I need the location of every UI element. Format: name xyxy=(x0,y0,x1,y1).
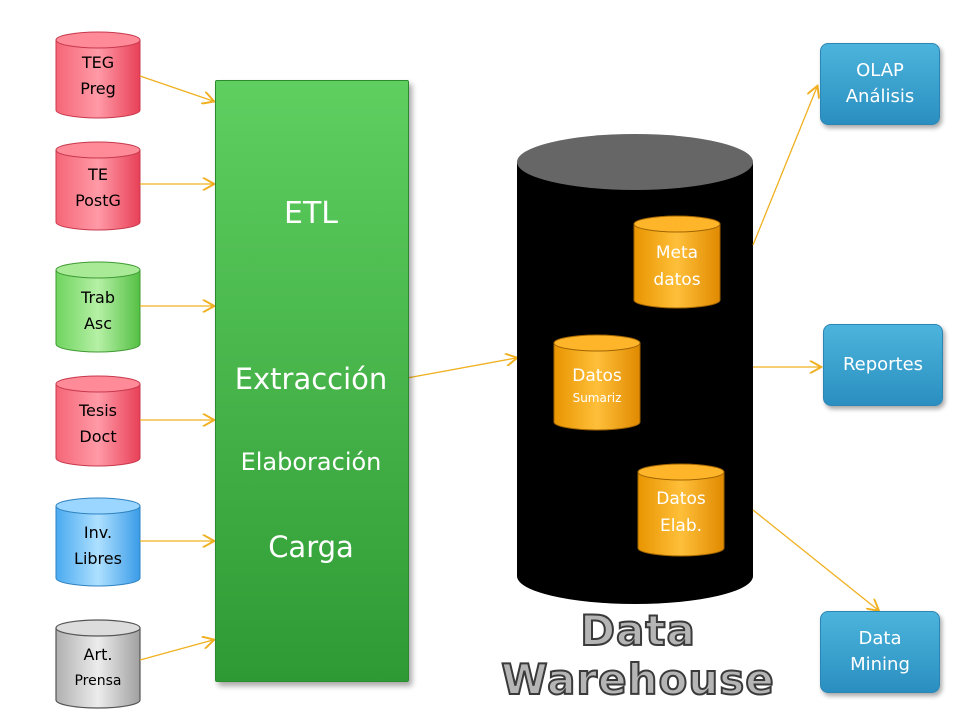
arrow-etl-to-warehouse xyxy=(406,358,516,379)
meta-datos-line1: Meta xyxy=(655,243,699,263)
datos-elab-cylinder xyxy=(637,463,725,557)
source-label-line1: Art. xyxy=(83,645,113,664)
source-label-line1: Inv. xyxy=(83,523,113,542)
meta-datos-label: Meta datos xyxy=(634,240,720,294)
source-label-line1: Trab xyxy=(81,288,115,307)
etl-step-extraccion: Extracción xyxy=(234,362,388,396)
etl-step-elaboracion: Elaboración xyxy=(240,448,382,476)
etl-box xyxy=(215,80,409,682)
etl-step-carga: Carga xyxy=(268,530,354,564)
source-label-line2: Prensa xyxy=(74,673,122,689)
source-label-line2: Asc xyxy=(83,314,113,333)
meta-datos-line2: datos xyxy=(653,270,701,290)
source-cylinder-inv-libres xyxy=(55,497,141,587)
source-label-line1: TE xyxy=(88,165,108,184)
source-label-te-postg: TE PostG xyxy=(56,162,140,214)
source-label-trab-asc: Trab Asc xyxy=(56,285,140,337)
arrow-warehouse-to-olap xyxy=(752,87,817,246)
source-label-teg-preg: TEG Preg xyxy=(56,50,140,102)
datos-sumariz-label: Datos Sumariz xyxy=(554,363,640,407)
arrow-art-to-etl xyxy=(139,640,213,661)
source-label-art-prensa: Art. Prensa xyxy=(56,642,140,694)
source-cylinder-tesis-doct xyxy=(55,375,141,467)
data-mining-box: Data Mining xyxy=(820,611,940,693)
arrow-warehouse-to-datamining xyxy=(752,509,878,610)
source-label-line2: Doct xyxy=(79,427,117,446)
reportes-box: Reportes xyxy=(823,324,943,406)
etl-title: ETL xyxy=(284,196,338,231)
source-cylinder-teg-preg xyxy=(55,31,141,119)
olap-line1: OLAP xyxy=(856,60,904,81)
datos-sumariz-line2: Sumariz xyxy=(572,391,622,405)
olap-analisis-box: OLAP Análisis xyxy=(820,43,940,125)
datos-elab-line2: Elab. xyxy=(659,516,703,536)
source-label-line1: TEG xyxy=(81,53,115,72)
source-label-line2: Libres xyxy=(74,549,122,568)
source-cylinder-trab-asc xyxy=(55,261,141,353)
data-warehouse-title: Data Warehouse xyxy=(500,605,775,705)
olap-line2: Análisis xyxy=(845,86,915,107)
source-cylinder-te-postg xyxy=(55,141,141,231)
meta-datos-cylinder xyxy=(633,215,721,309)
datos-sumariz-line1: Datos xyxy=(572,366,622,386)
reportes-label: Reportes xyxy=(842,354,924,375)
source-label-inv-libres: Inv. Libres xyxy=(56,520,140,572)
data-mining-line1: Data xyxy=(858,628,902,649)
source-label-line2: Preg xyxy=(80,79,116,98)
source-label-line1: Tesis xyxy=(78,401,117,420)
arrow-teg-to-etl xyxy=(139,75,213,101)
source-label-line2: PostG xyxy=(75,191,121,210)
datos-elab-label: Datos Elab. xyxy=(638,486,724,540)
datos-sumariz-cylinder xyxy=(553,334,641,431)
source-cylinder-art-prensa xyxy=(55,619,141,709)
data-mining-line2: Mining xyxy=(850,654,910,675)
datos-elab-line1: Datos xyxy=(656,489,706,509)
source-label-tesis-doct: Tesis Doct xyxy=(56,398,140,450)
